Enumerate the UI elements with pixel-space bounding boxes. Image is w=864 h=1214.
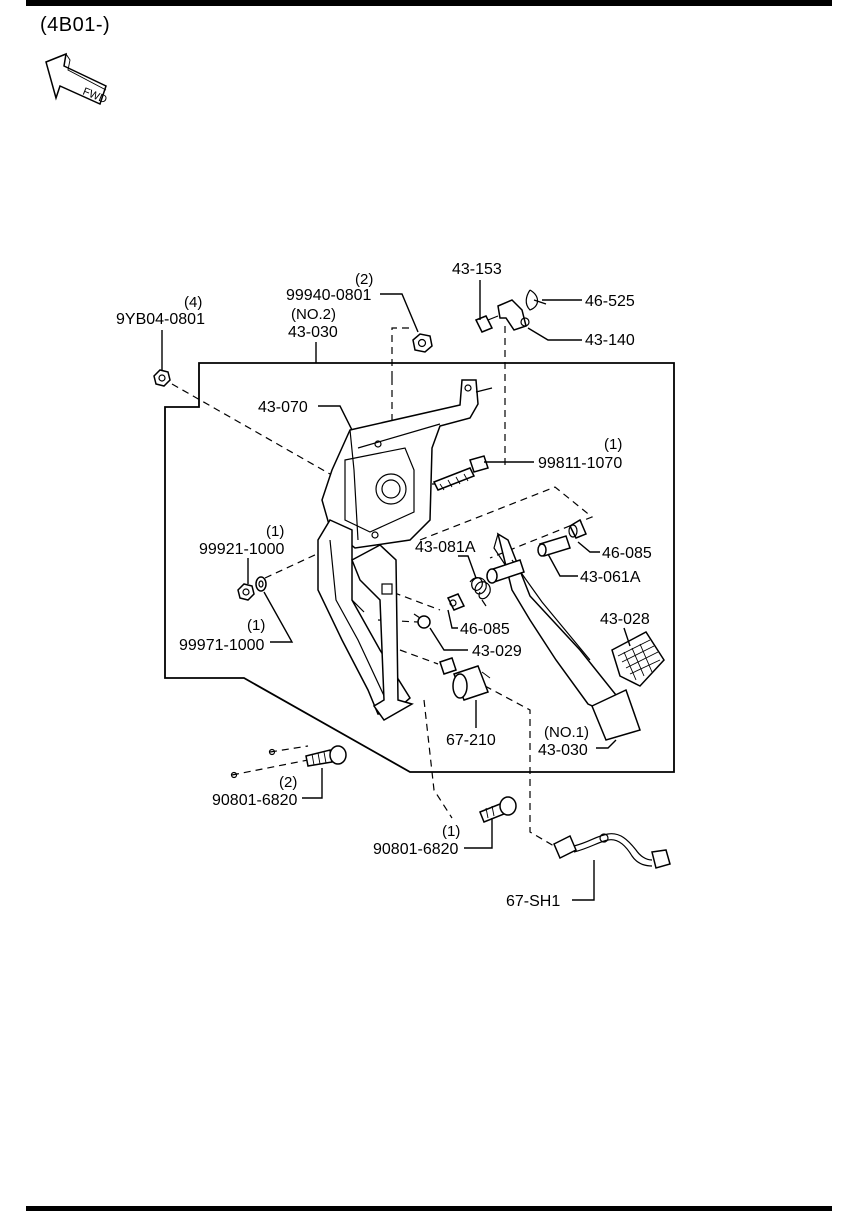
top-rule [26, 0, 832, 6]
callout-no2-note: (NO.2) [291, 306, 336, 323]
part-bushing-46-085-right [568, 518, 587, 539]
part-nut-9yb04 [153, 369, 171, 387]
assembly-frame [164, 362, 675, 773]
part-washer-99971 [255, 576, 267, 592]
callout-43-030-no2: 43-030 [288, 324, 338, 341]
callout-46-525: 46-525 [585, 293, 635, 310]
part-nut-99940 [412, 333, 433, 353]
brake-pedal-arm [493, 532, 641, 741]
callout-43-061a: 43-061A [580, 569, 641, 586]
part-nut-99921 [237, 583, 255, 601]
fwd-arrow-icon: FWD [45, 52, 109, 106]
callout-99940-0801: 99940-0801 [286, 287, 372, 304]
callout-no1-note: (NO.1) [544, 724, 589, 741]
callout-46-085-right: 46-085 [602, 545, 652, 562]
callout-99921-1000: 99921-1000 [199, 541, 285, 558]
callout-90801-upper-qty: (2) [279, 774, 297, 791]
callout-43-029: 43-029 [472, 643, 522, 660]
callout-9yb04-qty: (4) [184, 294, 202, 311]
callout-43-030-no1: 43-030 [538, 742, 588, 759]
part-clip-46-525 [525, 289, 547, 311]
callout-43-081a: 43-081A [415, 539, 476, 556]
leader-lines [161, 280, 631, 901]
callout-43-153: 43-153 [452, 261, 502, 278]
part-sleeve-43-061a [486, 535, 571, 584]
part-bolt-90801-upper [230, 745, 347, 779]
callout-99971-1000: 99971-1000 [179, 637, 265, 654]
callout-99971-qty: (1) [247, 617, 265, 634]
callout-99921-qty: (1) [266, 523, 284, 540]
callout-9yb04-0801: 9YB04-0801 [116, 311, 205, 328]
part-switch-67-210 [439, 657, 491, 701]
callout-67-sh1: 67-SH1 [506, 893, 560, 910]
part-bushing-46-085-left [446, 593, 466, 611]
callout-90801-6820-upper: 90801-6820 [212, 792, 298, 809]
callout-46-085-left: 46-085 [460, 621, 510, 638]
callout-labels: 43-153 46-525 43-140 (2) 99940-0801 (NO.… [116, 261, 652, 910]
callout-90801-6820-lower: 90801-6820 [373, 841, 459, 858]
part-pad-43-028 [611, 631, 665, 687]
clutch-pedal-arm [317, 519, 414, 721]
callout-43-140: 43-140 [585, 332, 635, 349]
part-harness-67-sh1 [553, 833, 671, 869]
callout-99811-1070: 99811-1070 [538, 455, 622, 472]
callout-43-070: 43-070 [258, 399, 308, 416]
callout-99940-qty: (2) [355, 271, 373, 288]
part-clevis-43-140 [497, 299, 530, 331]
part-bolt-99811 [432, 455, 489, 491]
bottom-rule [26, 1206, 832, 1211]
callout-90801-lower-qty: (1) [442, 823, 460, 840]
part-spring-43-081a [469, 577, 491, 607]
section-code: (4B01-) [40, 14, 111, 36]
callout-99811-qty: (1) [604, 436, 622, 453]
pedal-bracket [321, 379, 493, 549]
callout-43-028: 43-028 [600, 611, 650, 628]
callout-67-210: 67-210 [446, 732, 496, 749]
part-bolt-90801-lower [479, 796, 517, 823]
part-stopper-43-029 [413, 613, 431, 629]
